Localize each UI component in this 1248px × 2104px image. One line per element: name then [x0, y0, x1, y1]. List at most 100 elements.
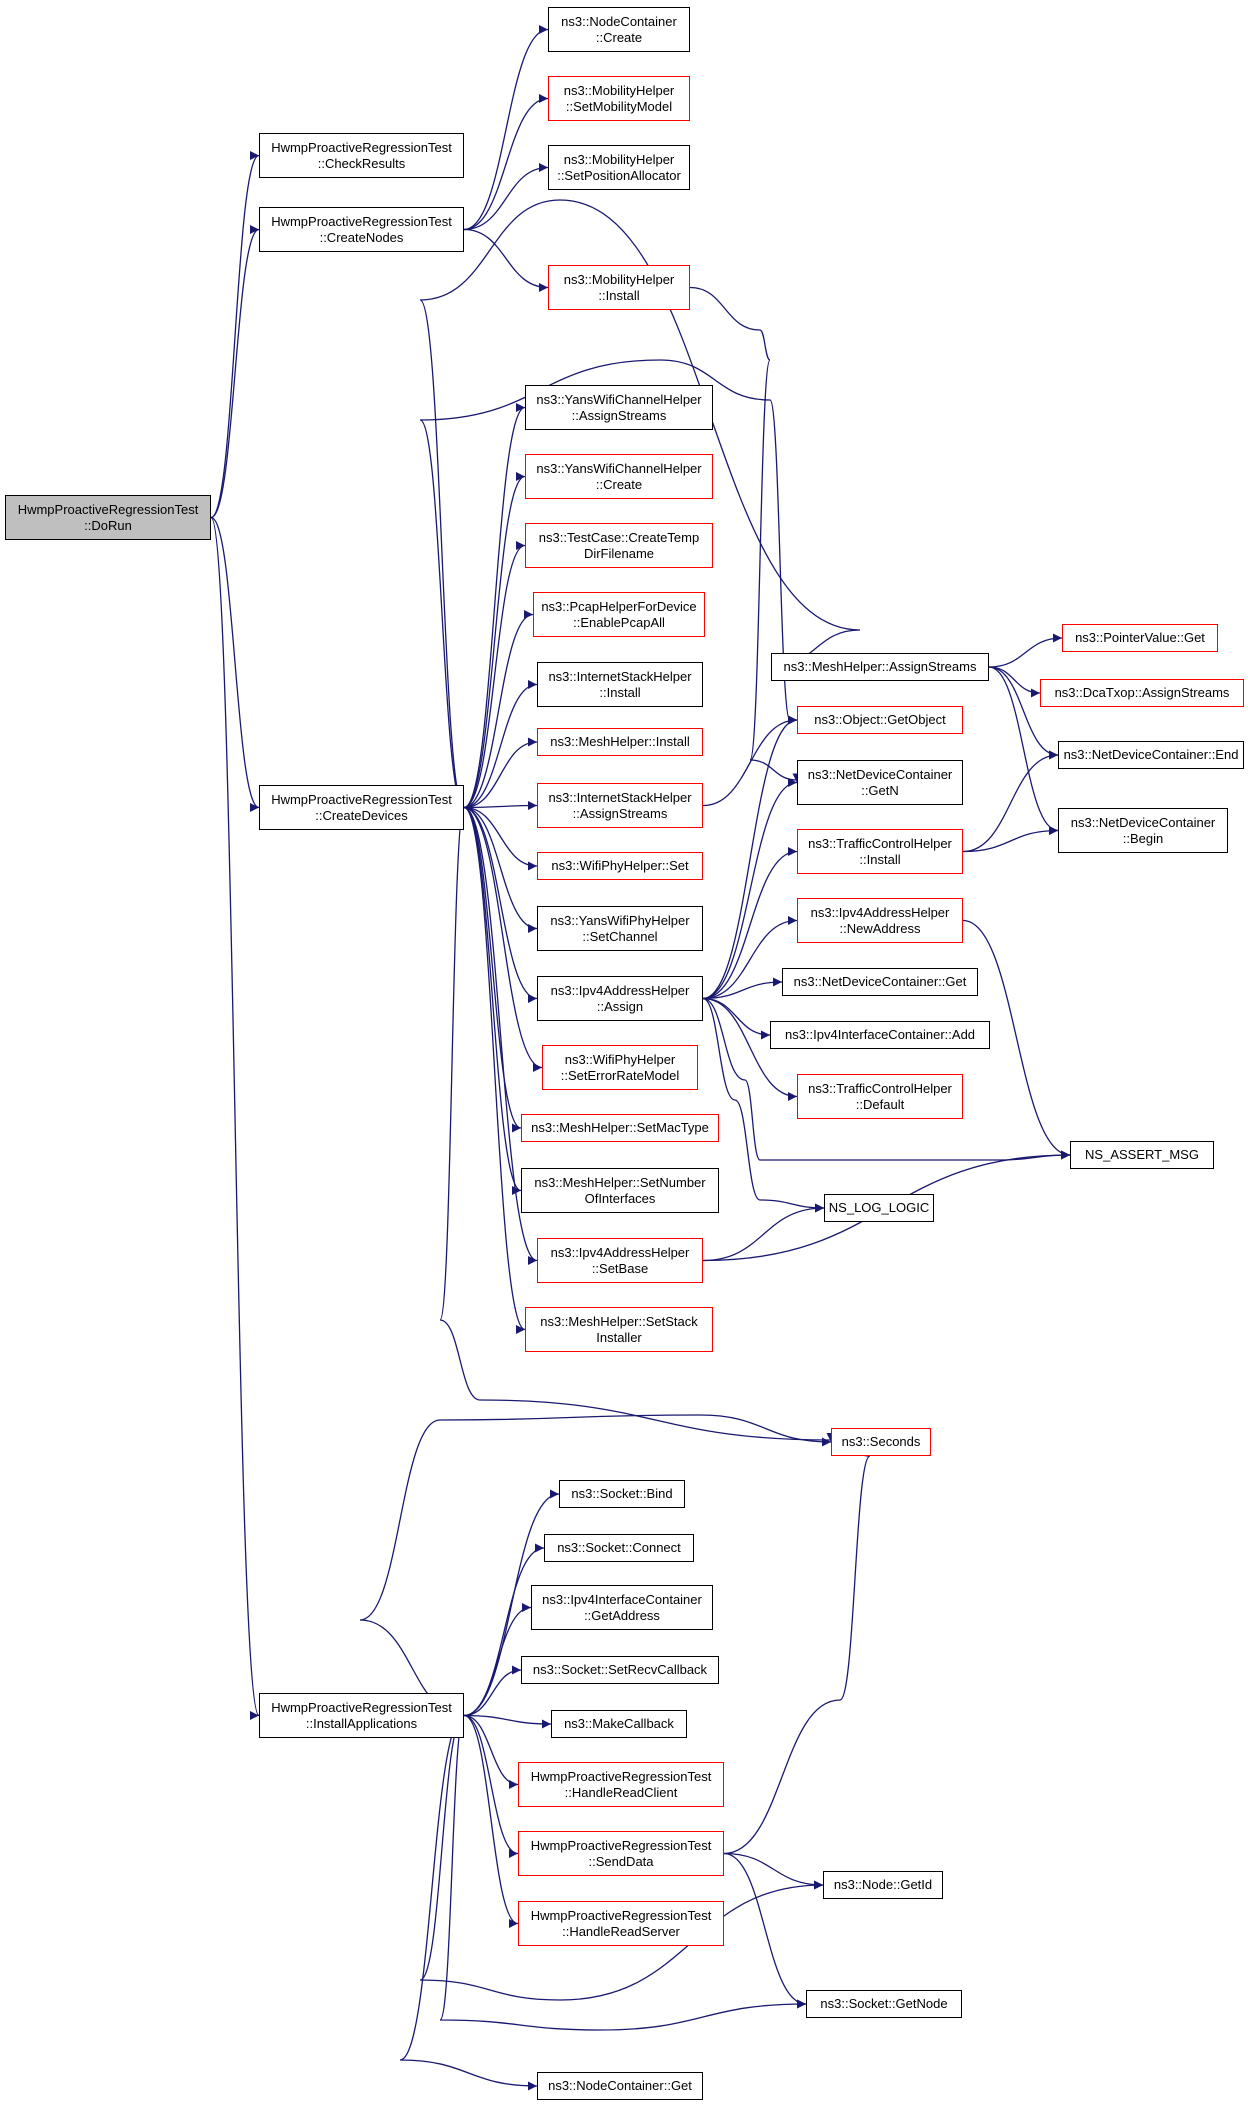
edge-meshh_assign-to-pv_get [988, 633, 1063, 668]
node-hwmp-handlereadserver[interactable]: HwmpProactiveRegressionTest::HandleReadS… [518, 1901, 724, 1946]
edge-installapps-to-sock_setrecv [463, 1665, 522, 1717]
node-nodecontainer-get[interactable]: ns3::NodeContainer::Get [537, 2072, 703, 2100]
node-mobilityhelper-setmobilitymodel[interactable]: ns3::MobilityHelper::SetMobilityModel [548, 76, 690, 121]
edge-ipv4ah_setbase-to-ns_log_logic [702, 1203, 825, 1262]
edge-dorun-to-createnodes [210, 225, 260, 519]
node-internetstackhelper-assignstreams[interactable]: ns3::InternetStackHelper::AssignStreams [537, 783, 703, 828]
node-meshhelper-install[interactable]: ns3::MeshHelper::Install [537, 728, 703, 756]
edge-installapps-to-handlereadserver [463, 1714, 519, 1928]
edge-tch_install-to-ndc_end [962, 750, 1059, 853]
node-dcatxop-assignstreams[interactable]: ns3::DcaTxop::AssignStreams [1040, 679, 1244, 707]
edge-createdevices-to-meshh_setmac [463, 806, 522, 1133]
node-meshhelper-assignstreams[interactable]: ns3::MeshHelper::AssignStreams [771, 653, 989, 681]
edge-installapps-to-ipv4ic_getaddr [463, 1603, 532, 1717]
edge-createnodes-to-mh_setposalloc [463, 163, 549, 231]
edge-createdevices-to-ish_install [463, 680, 538, 809]
edge-createnodes-to-mh_setmobility [463, 94, 549, 231]
node-mobilityhelper-setpositionallocator[interactable]: ns3::MobilityHelper::SetPositionAllocato… [548, 145, 690, 190]
node-netdevicecontainer-get[interactable]: ns3::NetDeviceContainer::Get [782, 968, 978, 996]
node-pcaphelperfordevice-enablepcapall[interactable]: ns3::PcapHelperForDevice::EnablePcapAll [533, 592, 705, 637]
edge-installapps-to-nc_get [399, 1714, 538, 2091]
edge-createdevices-to-wph_seterror [463, 806, 543, 1072]
edge-installapps-to-handlereadclient [463, 1714, 519, 1789]
node-yanswifichannelhelper-create[interactable]: ns3::YansWifiChannelHelper::Create [525, 454, 713, 499]
node-ipv4addresshelper-setbase[interactable]: ns3::Ipv4AddressHelper::SetBase [537, 1238, 703, 1283]
node-hwmp-handlereadclient[interactable]: HwmpProactiveRegressionTest::HandleReadC… [518, 1762, 724, 1807]
edge-ipv4ah_assign-to-tch_install [702, 847, 798, 1000]
edge-installapps-to-sock_getnode [439, 1714, 811, 2031]
node-hwmp-installapplications[interactable]: HwmpProactiveRegressionTest::InstallAppl… [259, 1693, 464, 1738]
edge-dorun-to-createdevices [210, 516, 260, 812]
edge-ipv4ah_assign-to-ipv4ah_newaddr [702, 916, 798, 1000]
edge-meshh_assign-to-ndc_end [988, 666, 1059, 760]
node-hwmp-checkresults[interactable]: HwmpProactiveRegressionTest::CheckResult… [259, 133, 464, 178]
edge-meshh_assign-to-ndc_begin [988, 666, 1059, 835]
edge-ipv4ah_assign-to-tch_default [702, 997, 798, 1101]
node-ipv4interfacecontainer-add[interactable]: ns3::Ipv4InterfaceContainer::Add [770, 1021, 990, 1049]
edge-dorun-to-installapps [210, 516, 260, 1720]
edge-installapps-to-seconds [359, 1414, 832, 1717]
node-pointervalue-get[interactable]: ns3::PointerValue::Get [1062, 624, 1218, 652]
node-mobilityhelper-install[interactable]: ns3::MobilityHelper::Install [548, 265, 690, 310]
node-trafficcontrolhelper-install[interactable]: ns3::TrafficControlHelper::Install [797, 829, 963, 874]
node-nodecontainer-create[interactable]: ns3::NodeContainer::Create [548, 7, 690, 52]
edge-createdevices-to-ywch_assign [463, 403, 526, 809]
node-ipv4addresshelper-newaddress[interactable]: ns3::Ipv4AddressHelper::NewAddress [797, 898, 963, 943]
edge-senddata-to-seconds [723, 1437, 871, 1855]
edge-createdevices-to-ywph_setchannel [463, 806, 538, 933]
node-node-getid[interactable]: ns3::Node::GetId [823, 1871, 943, 1899]
node-seconds[interactable]: ns3::Seconds [831, 1428, 931, 1456]
edge-createdevices-to-meshh_assign [419, 199, 861, 809]
node-socket-connect[interactable]: ns3::Socket::Connect [544, 1534, 694, 1562]
edge-createdevices-to-ywch_create [463, 472, 526, 809]
edge-createdevices-to-obj_getobject [419, 359, 797, 809]
edge-installapps-to-sock_connect [463, 1543, 545, 1717]
edge-createdevices-to-wph_set [463, 806, 538, 871]
node-hwmp-createdevices[interactable]: HwmpProactiveRegressionTest::CreateDevic… [259, 785, 464, 830]
node-ipv4addresshelper-assign[interactable]: ns3::Ipv4AddressHelper::Assign [537, 976, 703, 1021]
edge-createdevices-to-ipv4ah_assign [463, 806, 538, 1003]
node-wifiphyhelper-set[interactable]: ns3::WifiPhyHelper::Set [537, 852, 703, 880]
node-meshhelper-setmactype[interactable]: ns3::MeshHelper::SetMacType [521, 1114, 719, 1142]
node-netdevicecontainer-getn[interactable]: ns3::NetDeviceContainer::GetN [797, 760, 963, 805]
node-socket-bind[interactable]: ns3::Socket::Bind [559, 1480, 685, 1508]
node-netdevicecontainer-end[interactable]: ns3::NetDeviceContainer::End [1058, 741, 1244, 769]
node-yanswifichannelhelper-assignstreams[interactable]: ns3::YansWifiChannelHelper::AssignStream… [525, 385, 713, 430]
node-hwmp-senddata[interactable]: HwmpProactiveRegressionTest::SendData [518, 1831, 724, 1876]
edge-ipv4ah_assign-to-ns_log_logic [702, 997, 825, 1213]
edge-installapps-to-makecallback [463, 1714, 552, 1729]
node-socket-setrecvcallback[interactable]: ns3::Socket::SetRecvCallback [521, 1656, 719, 1684]
edge-tch_install-to-ndc_begin [962, 826, 1059, 853]
node-internetstackhelper-install[interactable]: ns3::InternetStackHelper::Install [537, 662, 703, 707]
node-trafficcontrolhelper-default[interactable]: ns3::TrafficControlHelper::Default [797, 1074, 963, 1119]
edge-createdevices-to-meshh_setstack [463, 806, 526, 1334]
edge-ipv4ah_assign-to-obj_getobject [702, 715, 798, 1000]
node-hwmp-createnodes[interactable]: HwmpProactiveRegressionTest::CreateNodes [259, 207, 464, 252]
edge-createdevices-to-seconds [439, 806, 836, 1443]
edge-ipv4ah_newaddr-to-ns_assert_msg [962, 919, 1071, 1160]
node-ns-assert-msg[interactable]: NS_ASSERT_MSG [1070, 1141, 1214, 1169]
edge-createnodes-to-mh_install [463, 228, 549, 292]
edge-senddata-to-node_getid [723, 1852, 824, 1890]
edge-senddata-to-sock_getnode [723, 1852, 807, 2009]
node-netdevicecontainer-begin[interactable]: ns3::NetDeviceContainer::Begin [1058, 808, 1228, 853]
edge-ipv4ah_assign-to-ndc_getn [702, 778, 798, 1000]
edge-installapps-to-node_getid [419, 1714, 828, 2001]
edge-createdevices-to-meshh_setnumber [463, 806, 522, 1195]
node-wifiphyhelper-seterrorratemodel[interactable]: ns3::WifiPhyHelper::SetErrorRateModel [542, 1045, 698, 1090]
edge-createnodes-to-nc_create [463, 25, 549, 231]
node-yanswifiphyhelper-setchannel[interactable]: ns3::YansWifiPhyHelper::SetChannel [537, 906, 703, 951]
node-ns-log-logic[interactable]: NS_LOG_LOGIC [824, 1194, 934, 1222]
edge-createdevices-to-ish_assign [463, 801, 538, 811]
node-makecallback[interactable]: ns3::MakeCallback [551, 1710, 687, 1738]
edge-dorun-to-checkresults [210, 151, 260, 519]
node-object-getobject[interactable]: ns3::Object::GetObject [797, 706, 963, 734]
node-hwmp-dorun: HwmpProactiveRegressionTest::DoRun [5, 495, 211, 540]
node-socket-getnode[interactable]: ns3::Socket::GetNode [806, 1990, 962, 2018]
edge-ipv4ah_assign-to-ndc_get [702, 977, 783, 1000]
node-ipv4interfacecontainer-getaddress[interactable]: ns3::Ipv4InterfaceContainer::GetAddress [531, 1585, 713, 1630]
